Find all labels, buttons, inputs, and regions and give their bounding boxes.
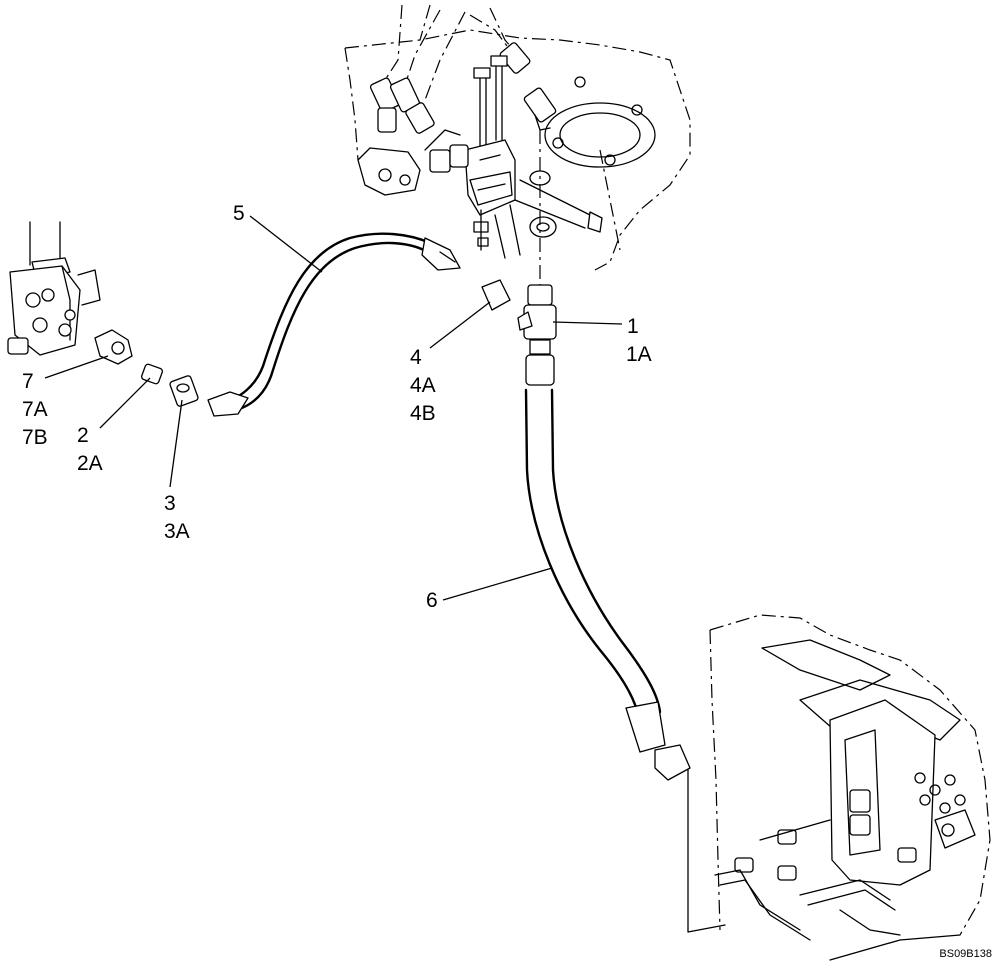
callout-7-label: 7 [22,370,34,393]
callout-4a-label: 4A [410,374,436,397]
drawing-reference-code: BS09B138 [939,948,992,960]
leader-lines [44,215,623,601]
lower-housing [709,614,991,961]
callout-2-label: 2 [77,424,89,447]
upper-housing [344,4,691,290]
callout-7a-label: 7A [22,398,48,421]
callout-3-label: 3 [164,492,176,515]
callout-4b-label: 4B [410,402,436,425]
callout-1: 1 1A [626,313,652,369]
callout-3: 3 3A [164,490,190,546]
callout-1a-label: 1A [626,343,652,366]
hose-5 [207,232,461,417]
callout-4: 4 4A 4B [410,344,436,428]
tee-fitting-item-1 [517,284,557,355]
callout-5-label: 5 [233,202,245,225]
callout-6-label: 6 [426,589,438,612]
callout-1-label: 1 [627,315,639,338]
callout-2: 2 2A [77,422,103,478]
callout-7b-label: 7B [22,426,48,449]
callout-5: 5 [233,200,245,228]
callout-4-label: 4 [410,346,422,369]
callout-3a-label: 3A [164,520,190,543]
callout-2a-label: 2A [77,452,103,475]
callout-7: 7 7A 7B [22,368,48,452]
hose-6 [524,354,726,933]
left-valve-block [7,221,199,407]
callout-6: 6 [426,587,438,615]
